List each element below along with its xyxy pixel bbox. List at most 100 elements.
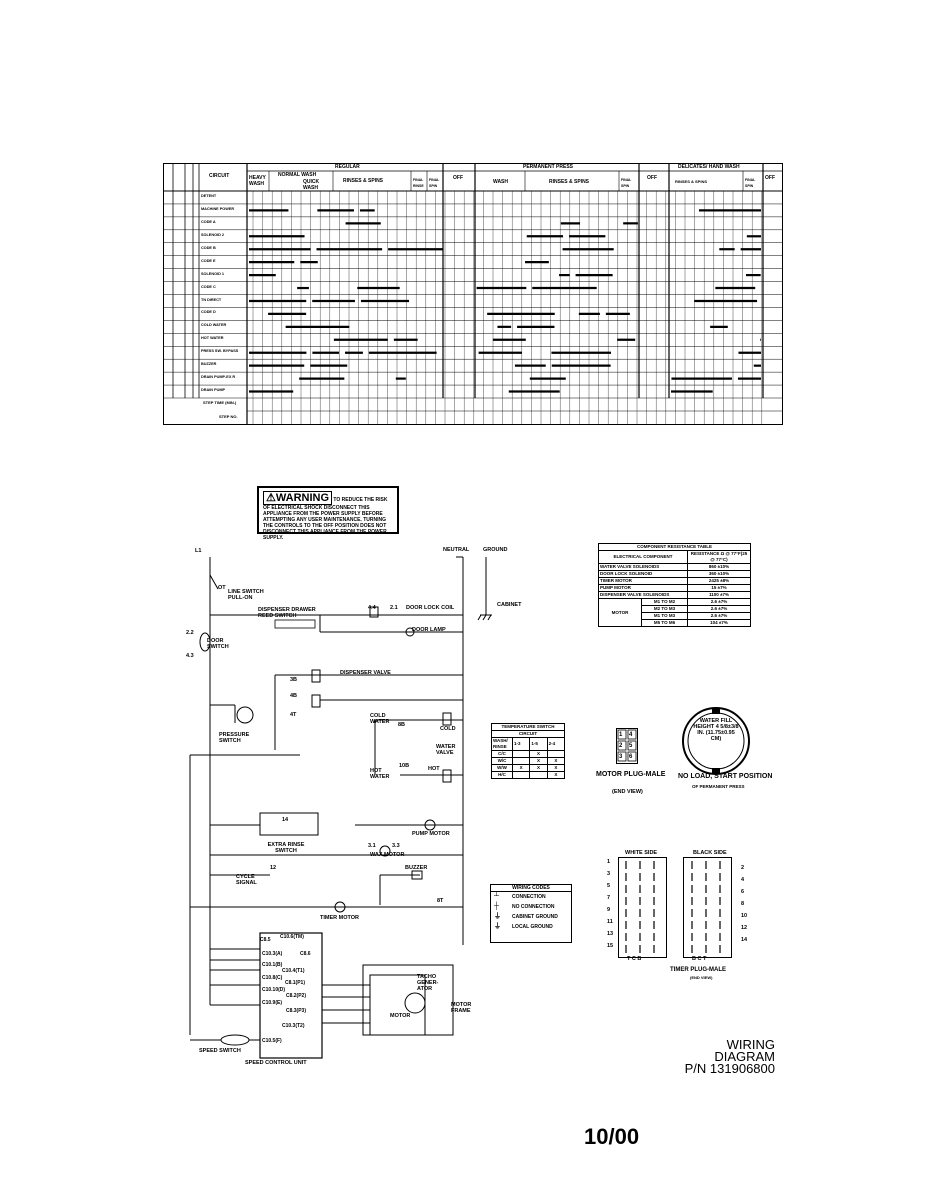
speed-control-terminal: C8.3(P3): [286, 1008, 307, 1014]
temp-col0: WASH/ RINSE: [491, 737, 513, 751]
speed-switch-label: SPEED SWITCH: [199, 1048, 241, 1054]
speed-control-terminal: C10.9(E): [262, 1000, 283, 1006]
final-rinse-header: FINAL RINSE: [413, 178, 424, 188]
node-14: 14: [282, 817, 289, 823]
l1-label: L1: [195, 548, 202, 554]
white-side-label: WHITE SIDE: [625, 850, 658, 856]
motor-plug-pin: 3: [619, 754, 623, 760]
footer-date: 10/00: [584, 1124, 640, 1149]
motor-plug-sub: (END VIEW): [612, 789, 643, 795]
resistance-table: COMPONENT RESISTANCE TABLE ELECTRICAL CO…: [598, 543, 751, 627]
circuit-label: SOLENOID 1: [201, 271, 224, 276]
wiring-code-item: ⏚CABINET GROUND: [494, 913, 558, 920]
node-12: 12: [270, 865, 277, 871]
timer-plug-pin-left: 5: [607, 883, 611, 889]
normal-wash-header: NORMAL WASH: [278, 172, 317, 178]
wiring-schematic: [189, 556, 492, 1059]
motor-plug-pin: 5: [629, 743, 633, 749]
node-4t: 4T: [290, 712, 297, 718]
motor-plug-pin: 4: [629, 732, 633, 738]
final-spin-1-header: FINAL SPIN: [429, 178, 440, 188]
door-switch-label: DOOR SWITCH: [207, 638, 229, 650]
warning-badge: ⚠WARNING: [263, 491, 333, 505]
water-fill-text: WATER FILL HEIGHT 4 5/8±3/8 IN. (11.75±0…: [693, 718, 739, 742]
wiring-code-symbol-icon: ⏚: [494, 913, 501, 920]
circuit-label: DRAIN PUMP: [201, 388, 226, 393]
off-header-2: OFF: [647, 175, 657, 181]
circuit-label: DRAIN PUMP-EX R: [201, 375, 236, 380]
ot-label: OT: [218, 585, 226, 591]
circuit-label: COLD WATER: [201, 323, 227, 328]
timer-plug-pin-left: 15: [607, 943, 614, 949]
node-8b: 8B: [398, 722, 406, 728]
motor-plug-graphic: [616, 728, 638, 764]
cycle-signal-label: CYCLE SIGNAL: [236, 874, 257, 886]
circuit-label: SOLENOID 2: [201, 232, 224, 237]
wiring-code-item: ┼NO CONNECTION: [494, 903, 555, 910]
temp-circuit-header: CIRCUIT: [491, 730, 565, 738]
title-line1: WIRING DIAGRAM: [714, 1037, 775, 1064]
node-3-3: 3.3: [392, 843, 400, 849]
speed-control-terminal: C10.3(T2): [282, 1023, 305, 1029]
door-lamp-label: DOOR LAMP: [412, 627, 446, 633]
motor-plug-pin: 1: [619, 732, 623, 738]
rinses-spins-1-header: RINSES & SPINS: [343, 178, 384, 184]
motor-plug-label: MOTOR PLUG-MALE: [596, 771, 666, 778]
wiring-code-symbol-icon: ┴: [494, 893, 499, 900]
motor-frame-label: MOTOR FRAME: [451, 1002, 472, 1014]
speed-control-terminal: C8.5: [260, 937, 271, 943]
final-spin-3-header: FINAL SPIN: [745, 178, 756, 188]
motor-label: MOTOR: [390, 1013, 411, 1019]
timer-plug-pin-right: 14: [741, 937, 748, 943]
heavy-wash-header: HEAVY WASH: [249, 175, 266, 187]
wiring-code-symbol-icon: ⏚: [494, 923, 501, 930]
speed-control-terminal: C10.8(C): [262, 975, 283, 981]
off-header-1: OFF: [453, 175, 463, 181]
permanent-press-header: PERMANENT PRESS: [523, 164, 574, 170]
timer-plug-pin-right: 8: [741, 901, 745, 907]
hot-label: HOT: [428, 766, 440, 772]
resistance-col1: ELECTRICAL COMPONENT: [598, 550, 688, 564]
circuit-label: MACHINE POWER: [201, 206, 235, 211]
warning-box: ⚠WARNING TO REDUCE THE RISK OF ELECTRICA…: [257, 486, 399, 541]
wash-header: WASH: [493, 179, 508, 185]
neutral-label: NEUTRAL: [443, 547, 470, 553]
circuit-header: CIRCUIT: [209, 173, 230, 179]
timer-motor-label: TIMER MOTOR: [320, 915, 360, 921]
buzzer-label: BUZZER: [405, 865, 428, 871]
circuit-label: PRESS SW. BYPASS: [201, 349, 239, 354]
node-4-4: 4.4: [368, 605, 376, 611]
motor-plug-pin: 6: [629, 754, 633, 760]
dispenser-valve-label: DISPENSER VALVE: [340, 670, 391, 676]
ground-label: GROUND: [483, 547, 508, 553]
rinses-spins-2-header: RINSES & SPINS: [549, 179, 590, 185]
timer-plug-label: TIMER PLUG-MALE: [670, 967, 726, 973]
warning-text: TO REDUCE THE RISK OF ELECTRICAL SHOCK D…: [263, 497, 388, 541]
temperature-switch-table: TEMPERATURE SWITCH CIRCUIT WASH/ RINSE 1…: [491, 723, 566, 779]
speed-control-terminal: C8.1(P1): [285, 980, 306, 986]
node-8t: 8T: [437, 898, 444, 904]
circuit-label: CODE B: [201, 245, 216, 250]
motor-plug-pin: 2: [619, 743, 623, 749]
pressure-switch-label: PRESSURE SWITCH: [219, 732, 250, 744]
timer-plug-pin-right: 6: [741, 889, 745, 895]
node-2-2: 2.2: [186, 630, 194, 636]
timer-plug-pin-right: 4: [741, 877, 745, 883]
door-lock-coil-label: DOOR LOCK COIL: [406, 605, 455, 611]
node-3-1: 3.1: [368, 843, 376, 849]
timer-plug-graphic: [618, 857, 732, 958]
off-header-3: OFF: [765, 175, 775, 181]
circuit-label: CODE C: [201, 284, 216, 289]
rinses-spins-3-header: RINSES & SPINS: [675, 179, 708, 184]
regular-header: REGULAR: [335, 164, 360, 170]
temp-switch-title: TEMPERATURE SWITCH: [491, 723, 565, 731]
timer-plug-bottom-right: B C T: [692, 956, 707, 962]
extra-rinse-label: EXTRA RINSE SWITCH: [267, 842, 305, 854]
timer-plug-pin-left: 11: [607, 919, 613, 925]
